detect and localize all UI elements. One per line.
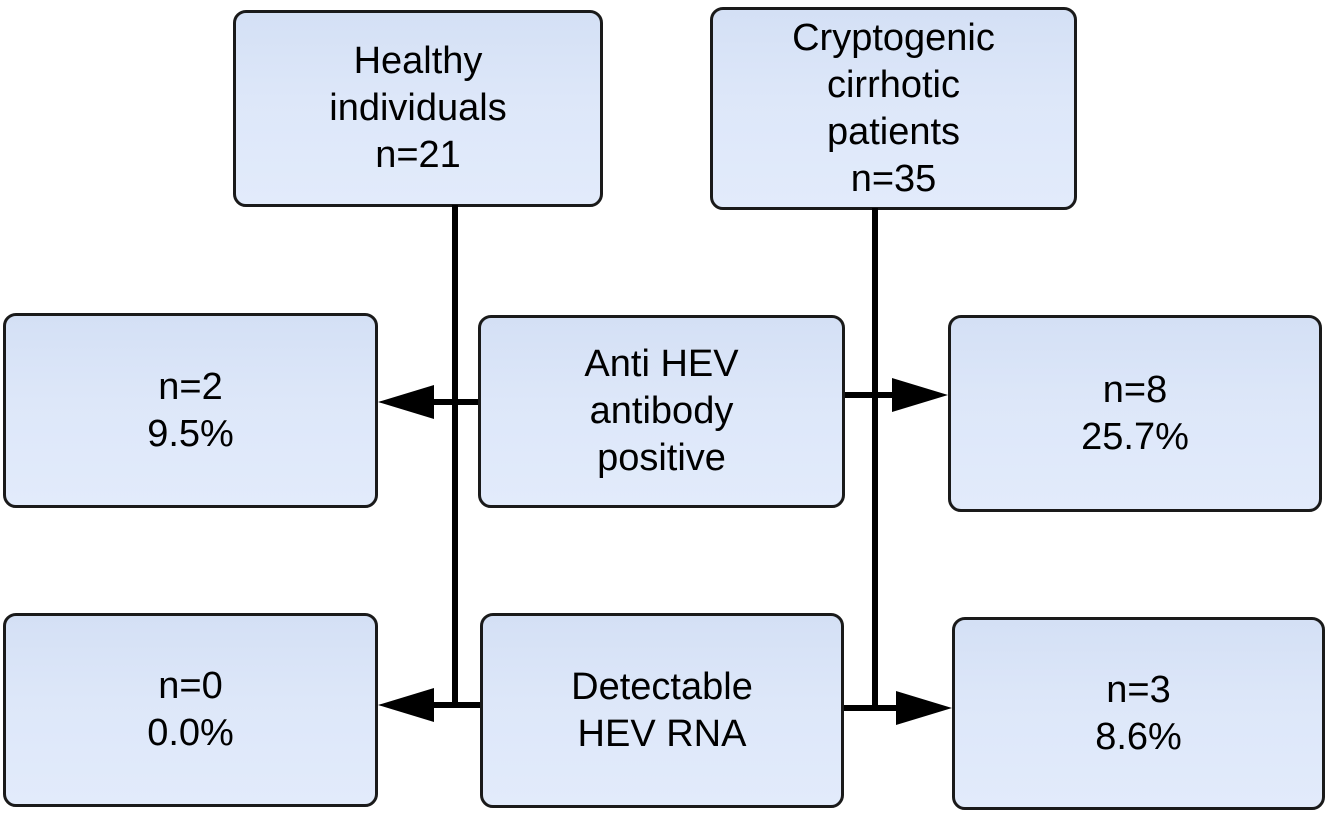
- node-label-line: n=2: [158, 365, 223, 408]
- arrowhead-rna-left-icon: [378, 688, 434, 722]
- node-label-line: Anti HEV: [584, 343, 739, 385]
- node-label-line: 0.0%: [147, 712, 234, 754]
- node-cirrhotic-rna-count: n=3 8.6%: [952, 617, 1325, 810]
- connector-cryptogenic-vertical-line: [872, 208, 878, 708]
- node-healthy-rna-count: n=0 0.0%: [3, 613, 378, 807]
- arrowhead-antibody-left-icon: [378, 385, 434, 419]
- node-label-line: 25.7%: [1081, 415, 1189, 458]
- node-label-line: Healthy: [353, 40, 483, 82]
- node-label-line: n=8: [1102, 368, 1168, 411]
- connector-rna-left-line: [432, 702, 480, 708]
- node-label-line: n=3: [1106, 668, 1171, 711]
- node-label-line: cirrhotic: [826, 63, 961, 106]
- node-label-line: positive: [597, 437, 726, 479]
- connector-rna-right-line: [844, 705, 898, 711]
- node-label-line: Detectable: [571, 665, 753, 708]
- node-label-line: antibody: [589, 390, 734, 432]
- node-label-line: 9.5%: [147, 412, 234, 455]
- connector-antibody-right-line: [845, 392, 897, 398]
- node-label-line: patients: [826, 110, 961, 153]
- node-label-line: individuals: [329, 87, 507, 129]
- node-healthy-individuals: Healthy individuals n=21: [233, 10, 603, 207]
- node-anti-hev-antibody-positive: Anti HEV antibody positive: [478, 315, 845, 508]
- node-label-line: n=0: [158, 665, 223, 707]
- node-healthy-antibody-positive-count: n=2 9.5%: [3, 313, 378, 508]
- arrowhead-antibody-right-icon: [892, 378, 948, 412]
- connector-healthy-vertical-line: [452, 205, 458, 708]
- node-label-line: Cryptogenic: [792, 16, 995, 59]
- node-label-line: HEV RNA: [577, 712, 747, 755]
- arrowhead-rna-right-icon: [896, 691, 952, 725]
- node-cirrhotic-antibody-positive-count: n=8 25.7%: [948, 315, 1322, 512]
- node-label-line: n=21: [375, 134, 461, 176]
- node-label-line: 8.6%: [1095, 715, 1182, 758]
- node-detectable-hev-rna: Detectable HEV RNA: [480, 613, 844, 808]
- connector-antibody-left-line: [430, 399, 478, 405]
- node-cryptogenic-cirrhotic-patients: Cryptogenic cirrhotic patients n=35: [710, 7, 1077, 210]
- node-label-line: n=35: [850, 157, 937, 200]
